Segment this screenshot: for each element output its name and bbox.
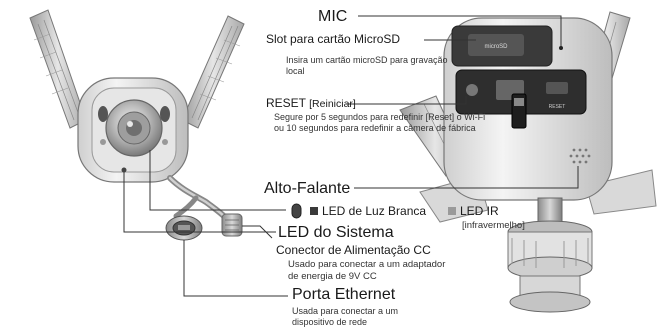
ethernet-desc-line-2: dispositivo de rede — [292, 317, 368, 328]
ir-led-sublabel: [infravermelho] — [462, 220, 525, 231]
ir-led-right — [162, 139, 168, 145]
microsd-desc-line-1: Insira um cartão microSD para gravação — [286, 55, 448, 65]
led-icon — [291, 203, 302, 219]
speaker-callout-line — [354, 166, 579, 189]
ethernet-desc-line-1: Usada para conectar a um — [292, 306, 399, 316]
power-desc-line-2: de energia de 9V CC — [288, 271, 377, 283]
ethernet-connector — [165, 195, 203, 241]
microsd-description: Insira um cartão microSD para gravação l… — [286, 55, 448, 78]
reset-desc-line-2: ou 10 segundos para redefinir a câmera d… — [274, 123, 476, 134]
reset-print: RESET — [549, 104, 566, 110]
ethernet-callout-line — [183, 240, 288, 297]
system-led — [121, 167, 127, 173]
microsd-desc-line-2: local — [286, 66, 305, 77]
ethernet-description: Usada para conectar a um dispositivo de … — [292, 306, 398, 329]
white-led-right — [160, 106, 170, 122]
reset-callout-line — [346, 96, 467, 105]
white-led-callout-line — [149, 150, 286, 211]
speaker-label: Alto-Falante — [264, 180, 351, 197]
ir-led-label: LED IR — [448, 204, 499, 218]
back-camera: microSD RESET — [399, 11, 657, 313]
power-title: Conector de Alimentação CC — [276, 243, 431, 257]
wall-mount — [507, 220, 593, 313]
white-led-label: LED de Luz Branca — [310, 204, 426, 218]
reset-description: Segure por 5 segundos para redefinir [Re… — [274, 112, 485, 135]
reset-title: RESET — [266, 96, 306, 110]
system-led-callout-line — [123, 172, 276, 233]
reset-bracket: [Reiniciar] — [309, 98, 356, 110]
power-description: Usado para conectar a um adaptador de en… — [288, 259, 445, 284]
white-led-marker — [310, 207, 318, 215]
microsd-title: Slot para cartão MicroSD — [266, 32, 401, 46]
power-connector — [221, 213, 243, 237]
ethernet-title: Porta Ethernet — [292, 286, 396, 303]
reset-desc-line-1: Segure por 5 segundos para redefinir [Re… — [274, 112, 486, 122]
left-antenna — [29, 9, 87, 129]
mic-hole — [559, 46, 563, 50]
power-desc-line-1: Usado para conectar a um adaptador — [288, 259, 446, 270]
mic-callout-line — [358, 15, 562, 46]
speaker-grille — [569, 148, 591, 164]
reset-title-row: RESET [Reiniciar] — [266, 96, 356, 111]
system-led-label: LED do Sistema — [278, 224, 394, 241]
callout-lines — [123, 15, 579, 297]
sd-slot-print: microSD — [484, 44, 508, 50]
ir-led-left — [100, 139, 106, 145]
white-led-left — [98, 106, 108, 122]
ir-led-marker — [448, 207, 456, 215]
power-callout-line — [242, 225, 273, 239]
mic-label: MIC — [318, 8, 348, 25]
right-antenna — [181, 15, 245, 129]
front-camera — [29, 9, 245, 241]
